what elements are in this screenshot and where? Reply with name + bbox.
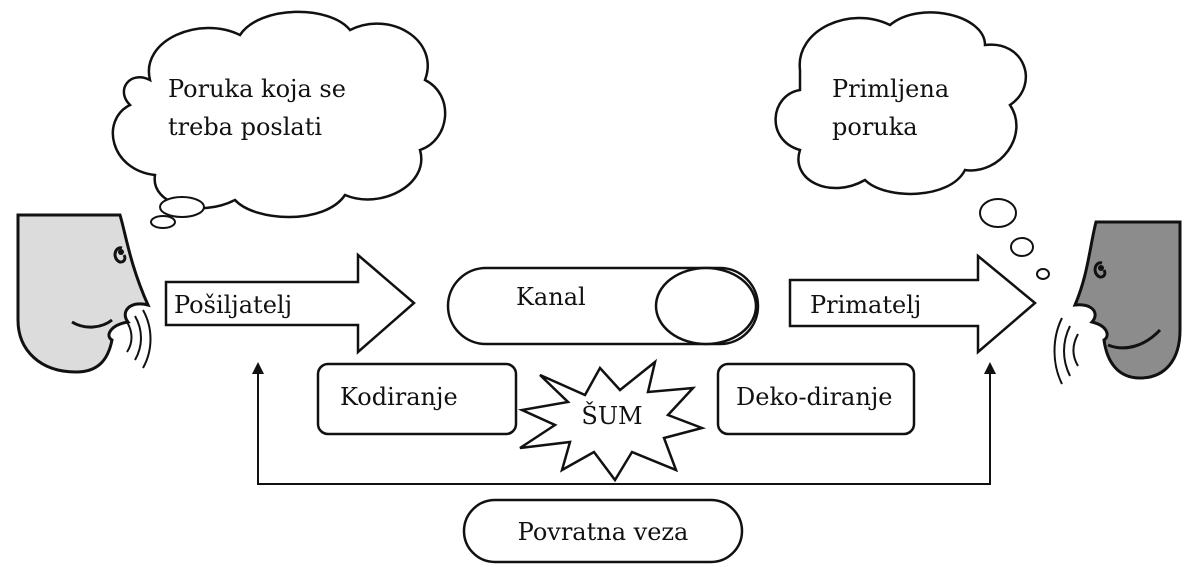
feedback-arrowhead-right	[984, 362, 996, 374]
receiver-thought-line2: poruka	[832, 113, 918, 141]
sender-thought-line2: treba poslati	[168, 113, 322, 141]
receiver-head-icon	[1053, 220, 1182, 385]
receiver-label: Primatelj	[810, 291, 921, 319]
sender-label: Pošiljatelj	[174, 291, 292, 319]
receiver-arrow: Primatelj	[788, 253, 1037, 355]
feedback-pill: Povratna veza	[462, 498, 744, 564]
decoding-box: Deko-diranje	[716, 362, 916, 436]
channel-label: Kanal	[516, 283, 586, 311]
sender-head-icon	[16, 213, 152, 374]
encoding-label: Kodiranje	[340, 383, 458, 411]
sender-thought-cloud: Poruka koja se treba poslati	[111, 10, 447, 229]
receiver-thought-line1: Primljena	[832, 75, 949, 103]
channel-pill: Kanal	[446, 266, 760, 346]
encoding-box: Kodiranje	[316, 362, 518, 436]
noise-starburst: ŠUM	[517, 358, 707, 483]
feedback-loop	[252, 362, 996, 485]
feedback-label: Povratna veza	[518, 518, 689, 546]
feedback-arrowhead-left	[252, 362, 264, 374]
sender-thought-line1: Poruka koja se	[168, 75, 346, 103]
sender-arrow: Pošiljatelj	[164, 252, 416, 355]
decoding-label: Deko-diranje	[736, 383, 892, 411]
receiver-thought-cloud: Primljena poruka	[774, 11, 1050, 280]
noise-label: ŠUM	[581, 401, 642, 430]
